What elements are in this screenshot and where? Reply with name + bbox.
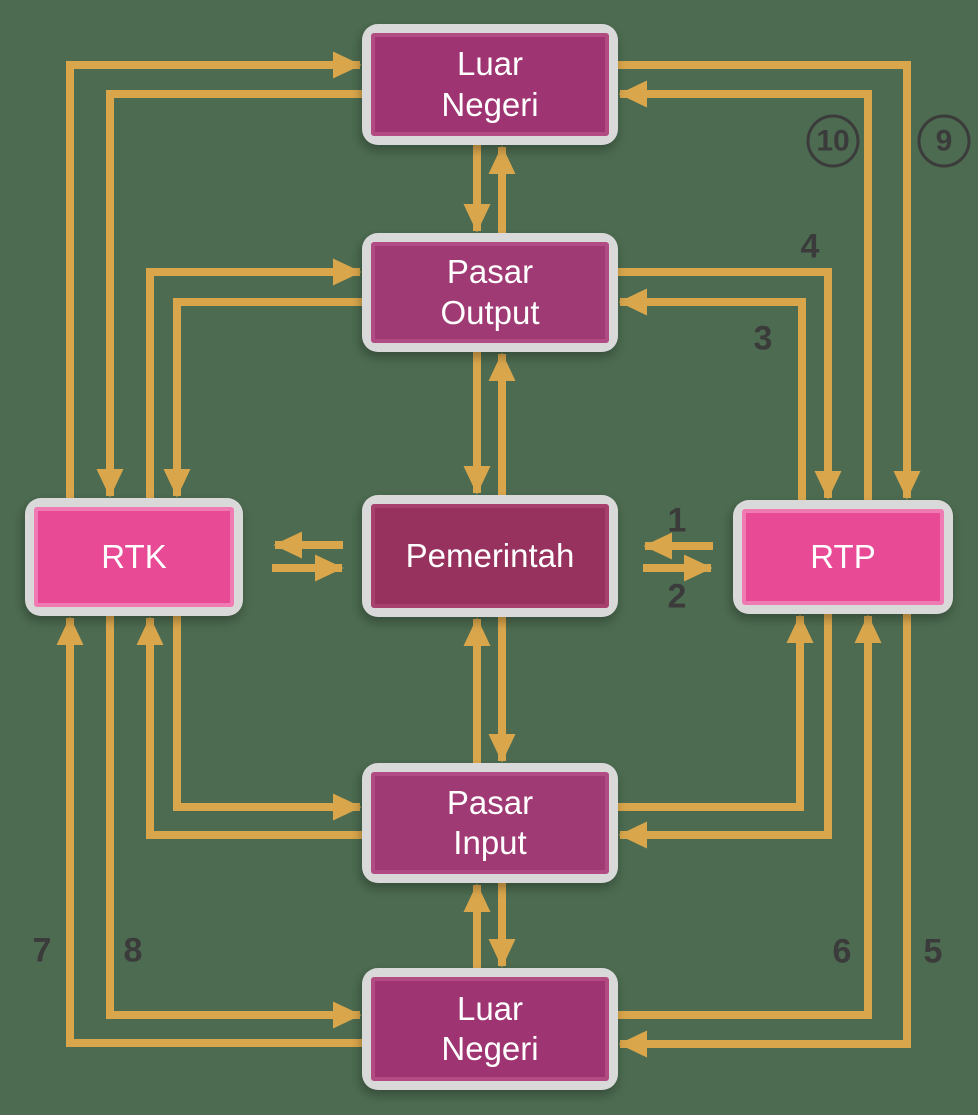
arrow-luar-negeri-bottom-to-rtp bbox=[618, 614, 882, 1019]
node-label-rtk: RTK bbox=[101, 537, 167, 575]
flow-label-10: 10 bbox=[806, 114, 860, 168]
arrow-rtk-to-luar-negeri-bottom bbox=[106, 616, 362, 1029]
node-rtk: RTK bbox=[25, 498, 243, 616]
node-label-luar-negeri-bottom: Luar Negeri bbox=[441, 989, 539, 1067]
arrow-pasar-output-to-rtk bbox=[163, 298, 362, 498]
node-label-pemerintah: Pemerintah bbox=[405, 536, 575, 574]
arrow-rtp-to-luar-negeri-top bbox=[618, 80, 872, 500]
arrow-luar-negeri-bottom-to-rtk bbox=[56, 616, 362, 1047]
arrow-luar-negeri-top-to-rtk bbox=[96, 90, 362, 498]
arrow-rtk-to-pasar-input bbox=[173, 616, 362, 821]
arrow-pasar-input-to-rtp bbox=[618, 614, 814, 811]
node-label-rtp: RTP bbox=[810, 537, 876, 575]
flow-label-4: 4 bbox=[800, 227, 820, 266]
arrow-pasar-output-to-rtp bbox=[618, 268, 842, 500]
flow-label-6: 6 bbox=[832, 932, 852, 971]
node-pasar-output: Pasar Output bbox=[362, 233, 618, 352]
arrow-rtp-to-pasar-output bbox=[618, 288, 806, 500]
arrow-pasar-input-to-rtk bbox=[136, 616, 362, 839]
node-label-pasar-output: Pasar Output bbox=[440, 253, 540, 331]
flow-label-7: 7 bbox=[32, 931, 52, 970]
flow-label-3: 3 bbox=[753, 319, 773, 358]
node-label-pasar-input: Pasar Input bbox=[446, 783, 534, 861]
node-rtp: RTP bbox=[733, 500, 953, 614]
node-luar-negeri-top: Luar Negeri bbox=[362, 24, 618, 145]
node-pemerintah: Pemerintah bbox=[362, 495, 618, 617]
flow-label-1: 1 bbox=[667, 501, 687, 540]
flow-label-9: 9 bbox=[917, 114, 971, 168]
arrow-rtk-to-pasar-output bbox=[146, 258, 362, 498]
flow-label-5: 5 bbox=[923, 932, 943, 971]
flow-label-8: 8 bbox=[123, 931, 143, 970]
arrow-rtp-to-luar-negeri-bottom bbox=[618, 614, 911, 1058]
node-pasar-input: Pasar Input bbox=[362, 763, 618, 883]
arrow-rtp-to-pasar-input bbox=[618, 614, 832, 849]
flow-label-2: 2 bbox=[667, 577, 687, 616]
arrow-rtk-to-luar-negeri-top bbox=[66, 51, 362, 498]
arrow-luar-negeri-top-to-rtp bbox=[618, 61, 921, 500]
node-label-luar-negeri-top: Luar Negeri bbox=[441, 45, 539, 123]
node-luar-negeri-bottom: Luar Negeri bbox=[362, 968, 618, 1090]
